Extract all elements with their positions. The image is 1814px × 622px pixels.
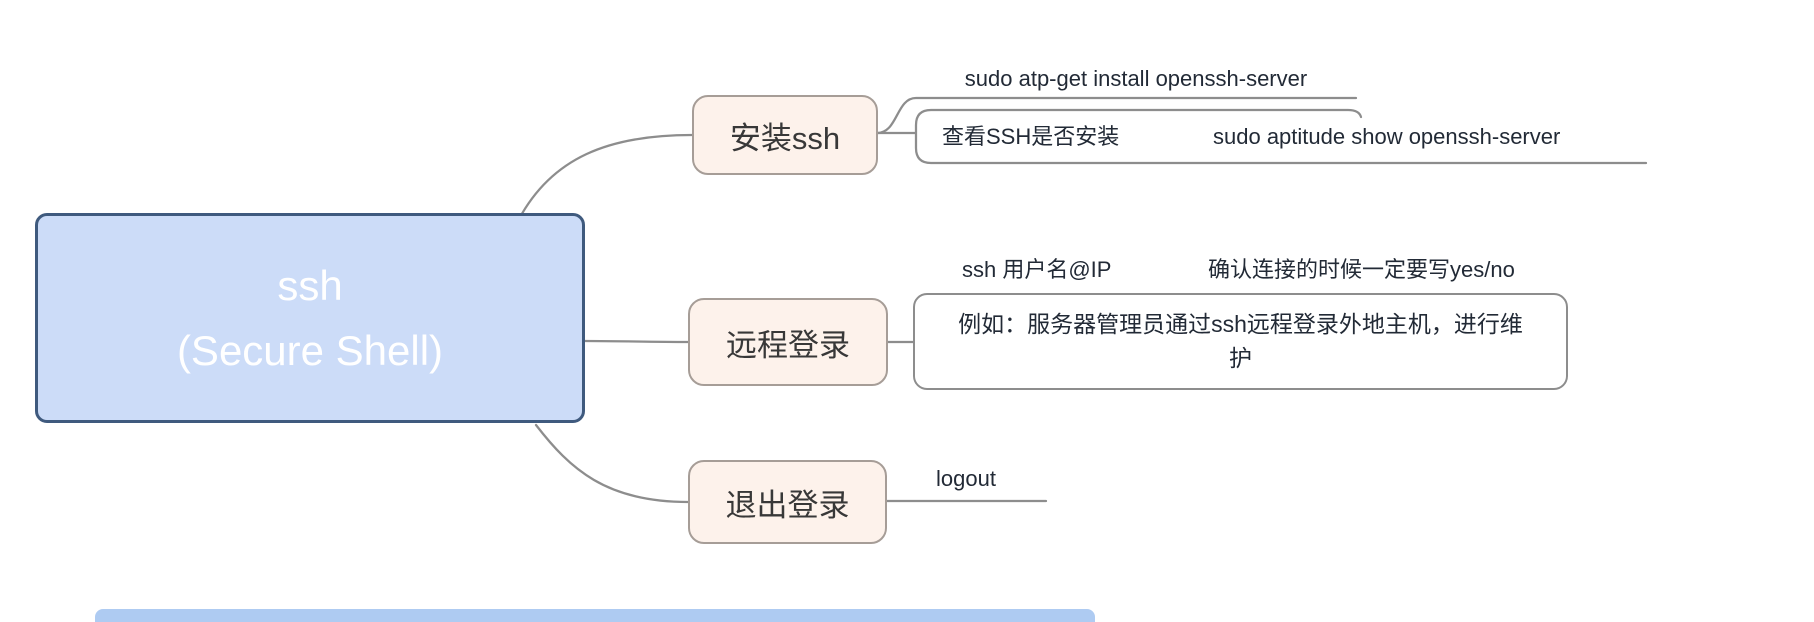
connector-install-to-command-underline [875, 96, 1358, 135]
leaf-install-command[interactable]: sudo atp-get install openssh-server [964, 66, 1308, 91]
branch-node-exit-login[interactable]: 退出登录 [688, 460, 887, 544]
leaf-aptitude-command[interactable]: sudo aptitude show openssh-server [1213, 124, 1561, 149]
branch-node-remote-login[interactable]: 远程登录 [688, 298, 888, 386]
leaf-ssh-user-ip[interactable]: ssh 用户名@IP [962, 257, 1112, 282]
check-ssh-open-box-shape [875, 108, 1648, 165]
connector-root-to-remote [583, 339, 690, 344]
connector-root-to-exit [534, 423, 690, 504]
root-title-line1: ssh [277, 261, 343, 309]
branch-node-install-ssh[interactable]: 安装ssh [692, 95, 878, 175]
leaf-confirm-yes-no-note[interactable]: 确认连接的时候一定要写yes/no [1208, 257, 1515, 282]
leaf-example-box[interactable]: 例如：服务器管理员通过ssh远程登录外地主机，进行维护 [913, 293, 1568, 390]
root-node-ssh[interactable]: ssh (Secure Shell) [35, 213, 585, 423]
leaf-check-ssh-installed[interactable]: 查看SSH是否安装 [942, 124, 1120, 149]
connector-root-to-install [517, 133, 694, 221]
leaf-example-text: 例如：服务器管理员通过ssh远程登录外地主机，进行维护 [958, 311, 1523, 371]
root-title-line2: (Secure Shell) [176, 327, 444, 374]
leaf-logout-command[interactable]: logout [936, 466, 996, 491]
clipped-node-bottom-edge[interactable] [95, 609, 1095, 622]
